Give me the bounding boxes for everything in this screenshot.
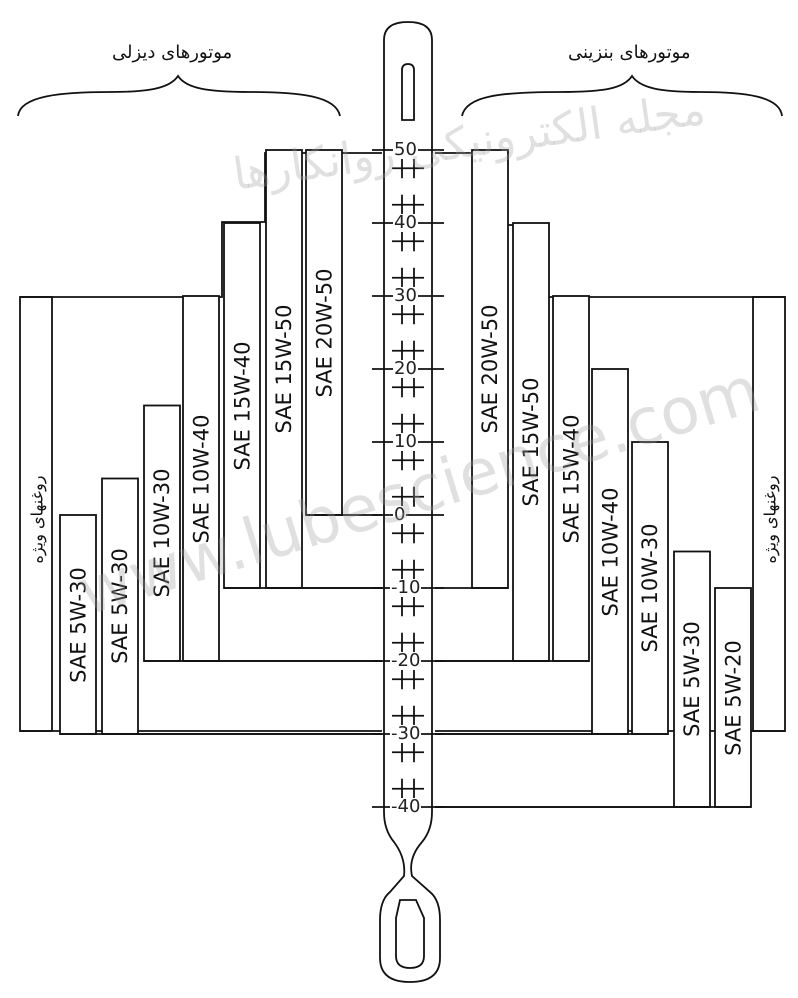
scale-label: -30 (390, 723, 422, 744)
thermometer-body (379, 21, 441, 983)
diesel-bar-2 (101, 477, 139, 735)
diesel-bar-label: SAE 15W-40 (230, 341, 254, 470)
gasoline-bars (471, 149, 752, 808)
gasoline-bar-5 (631, 441, 669, 735)
thermometer-ticks (372, 149, 444, 808)
diesel-bar-label: SAE 5W-30 (108, 548, 132, 665)
scale-label: -10 (390, 577, 422, 598)
gasoline-bar-1 (471, 149, 509, 589)
scale-label: 40 (393, 212, 418, 233)
gasoline-bar-label: SAE 15W-40 (559, 414, 583, 543)
gasoline-bar-3 (552, 295, 590, 662)
gasoline-bar-7 (714, 587, 752, 808)
gasoline-special-oils-label: روغنهای ویژه (760, 475, 780, 564)
diesel-bar-label: SAE 10W-40 (189, 414, 213, 543)
gasoline-bar-label: SAE 20W-50 (478, 304, 502, 434)
diesel-bar-4 (182, 295, 220, 662)
gasoline-bar-2 (512, 222, 550, 662)
scale-label: 20 (393, 358, 418, 379)
gasoline-bar-label: SAE 10W-40 (598, 487, 622, 616)
diesel-bar-6 (265, 149, 303, 589)
diesel-special-oils-label: روغنهای ویژه (27, 475, 47, 564)
gasoline-bar-label: SAE 5W-20 (721, 639, 745, 756)
diesel-heading: موتورهای دیزلی (112, 42, 233, 63)
scale-label: 10 (393, 431, 418, 452)
gasoline-heading: موتورهای بنزینی (568, 42, 691, 63)
diesel-bar-label: SAE 10W-30 (150, 468, 174, 598)
diesel-bar-label: SAE 15W-50 (272, 304, 296, 434)
connector-lines (60, 514, 751, 808)
scale-label: 50 (393, 139, 418, 160)
diesel-bars (59, 149, 343, 735)
gasoline-bar-label: SAE 15W-50 (519, 377, 543, 507)
thermometer-bulb (395, 899, 425, 969)
gasoline-bar-label: SAE 10W-30 (638, 523, 662, 653)
diesel-bar-label: SAE 20W-50 (312, 268, 336, 397)
scale-label: -20 (390, 650, 422, 671)
scale-label: 0 (393, 504, 407, 525)
diesel-brace (17, 74, 341, 117)
gasoline-brace (461, 74, 783, 117)
scale-label: -40 (390, 796, 422, 817)
scale-label: 30 (393, 285, 418, 306)
diesel-bar-label: SAE 5W-30 (66, 566, 90, 683)
gasoline-bar-label: SAE 5W-30 (680, 621, 704, 738)
thermometer-capillary (401, 63, 415, 121)
